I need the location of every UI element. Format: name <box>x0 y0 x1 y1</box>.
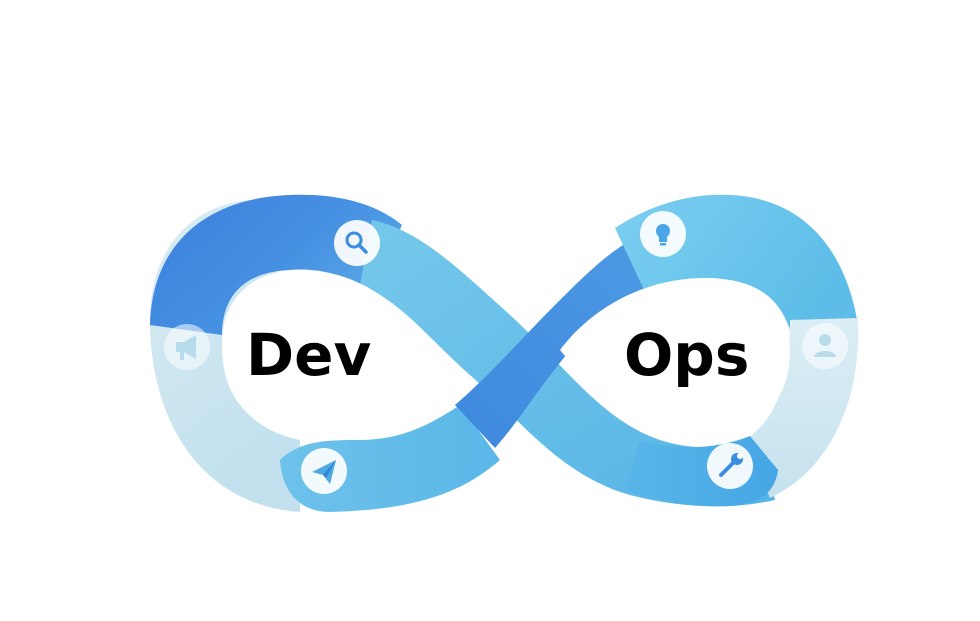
wrench-icon <box>707 443 753 489</box>
search-icon <box>334 220 380 266</box>
right-loop-hole <box>560 277 790 433</box>
crossing-band-up <box>455 235 660 448</box>
paper-plane-icon <box>301 448 347 494</box>
user-icon <box>802 323 848 369</box>
left-loop-hole <box>222 270 410 431</box>
lightbulb-icon <box>640 211 686 257</box>
ops-label: Ops <box>624 321 749 389</box>
megaphone-icon <box>164 324 210 370</box>
dev-label: Dev <box>246 321 371 389</box>
right-loop-bottom-segment <box>625 436 778 507</box>
crossing-band-down <box>360 220 775 507</box>
